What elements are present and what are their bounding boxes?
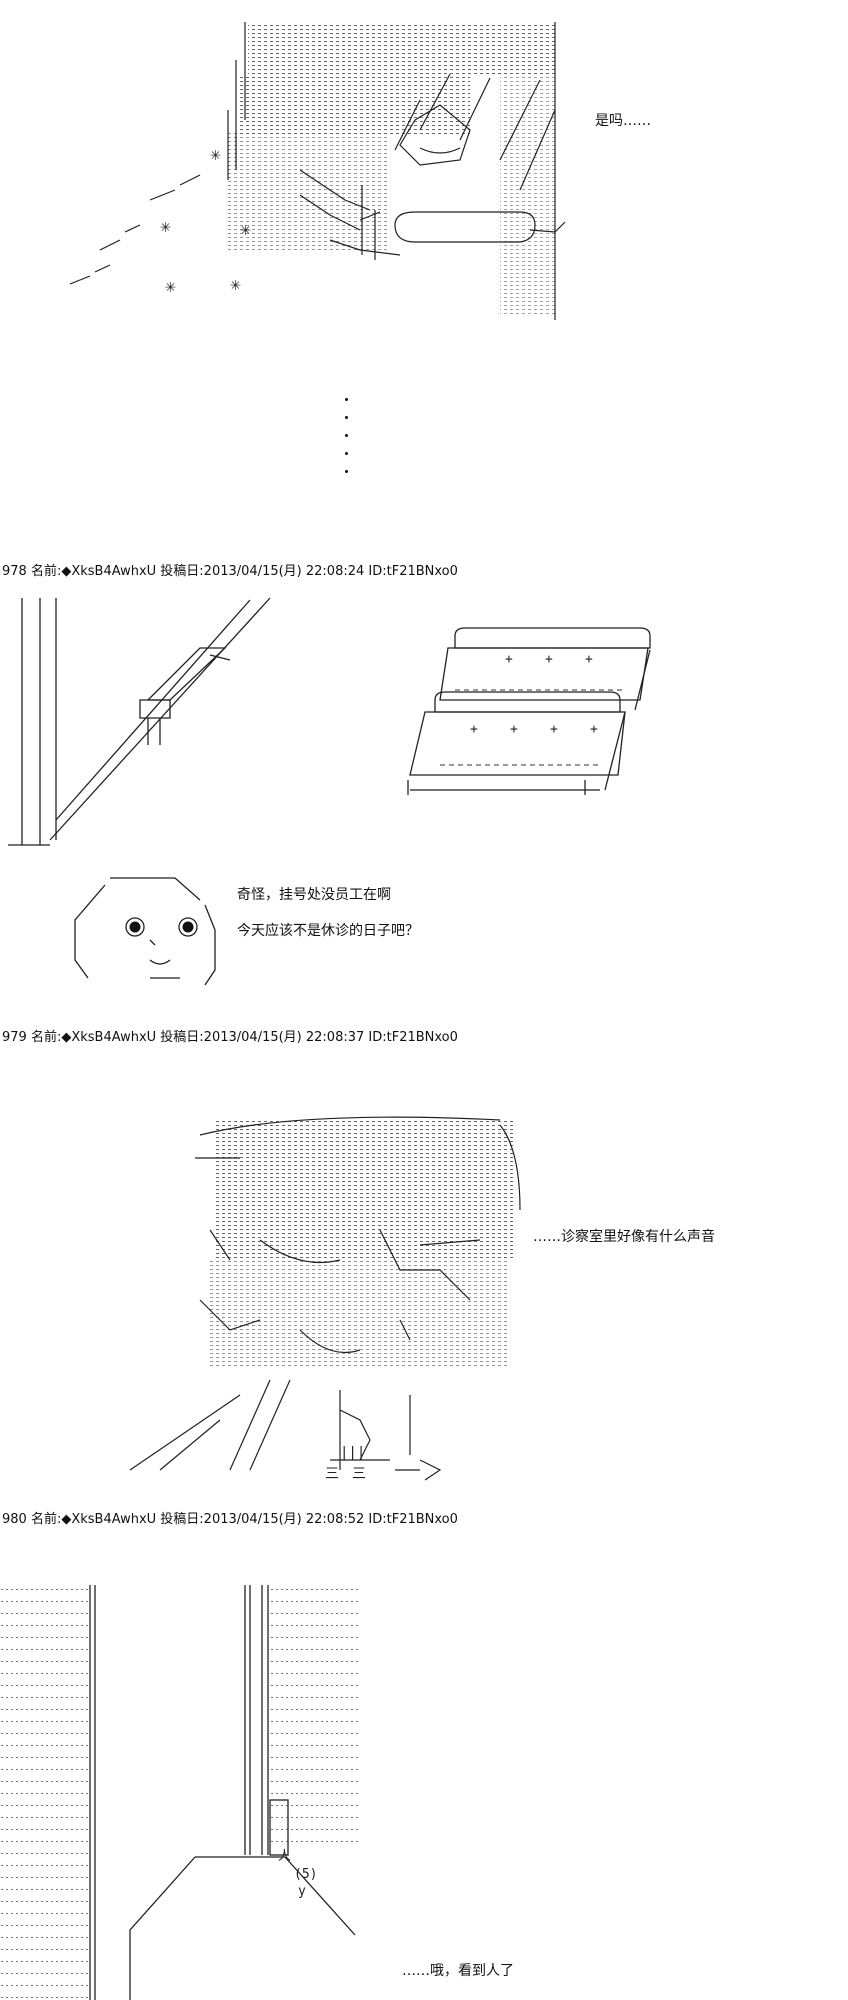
dialogue-panel2-line1: 奇怪，挂号处没员工在啊 bbox=[237, 887, 391, 903]
svg-text:+: + bbox=[585, 652, 593, 667]
svg-text:人: 人 bbox=[278, 1849, 291, 1864]
dialogue-panel4: ……哦，看到人了 bbox=[402, 1963, 514, 1979]
figure-body-hatching bbox=[210, 1258, 510, 1368]
dialogue-panel1: 是吗…… bbox=[595, 113, 651, 129]
svg-text:|||: ||| bbox=[340, 1445, 365, 1461]
panel3-ascii-art: ||| 三 三 bbox=[129, 1116, 521, 1482]
right-wall-hatching bbox=[500, 74, 558, 314]
figure-hatching bbox=[228, 130, 388, 250]
svg-text:+: + bbox=[545, 652, 553, 667]
svg-text:✳: ✳ bbox=[165, 276, 176, 297]
door-pattern bbox=[268, 1585, 358, 1845]
svg-text:+: + bbox=[470, 722, 478, 737]
svg-text:✳: ✳ bbox=[230, 274, 241, 295]
post-header-980: 980 名前:◆XksB4AwhxU 投稿日:2013/04/15(月) 22:… bbox=[2, 1512, 458, 1527]
svg-text:+: + bbox=[505, 652, 513, 667]
dialogue-panel2-line2: 今天应该不是休诊的日子吧？ bbox=[237, 923, 419, 939]
svg-text:✳: ✳ bbox=[210, 144, 221, 165]
figure-hair-hatching bbox=[215, 1118, 515, 1258]
svg-text:三: 三 bbox=[325, 1466, 339, 1482]
post-header-978: 978 名前:◆XksB4AwhxU 投稿日:2013/04/15(月) 22:… bbox=[2, 564, 458, 579]
svg-text:✳: ✳ bbox=[160, 216, 171, 237]
svg-text:y: y bbox=[298, 1884, 306, 1899]
svg-text:+: + bbox=[550, 722, 558, 737]
svg-text:三: 三 bbox=[352, 1466, 366, 1482]
ellipsis-vertical bbox=[345, 398, 351, 488]
character-eyes bbox=[125, 917, 198, 937]
dialogue-panel3: ……诊察室里好像有什么声音 bbox=[533, 1229, 715, 1245]
svg-text:✳: ✳ bbox=[240, 219, 251, 240]
wall-hatching-2 bbox=[240, 74, 470, 134]
character-face bbox=[74, 877, 216, 986]
panel1-ascii-art: ✳ ✳ ✳ ✳ ✳ bbox=[69, 22, 566, 320]
post-header-979: 979 名前:◆XksB4AwhxU 投稿日:2013/04/15(月) 22:… bbox=[2, 1030, 458, 1045]
svg-text:+: + bbox=[590, 722, 598, 737]
door-sign-number: (5) bbox=[294, 1867, 317, 1882]
left-wall-pattern bbox=[0, 1585, 88, 2000]
wall-hatching bbox=[248, 24, 558, 74]
panel2-ascii-art: + + + + + + + bbox=[8, 597, 651, 986]
svg-text:+: + bbox=[510, 722, 518, 737]
